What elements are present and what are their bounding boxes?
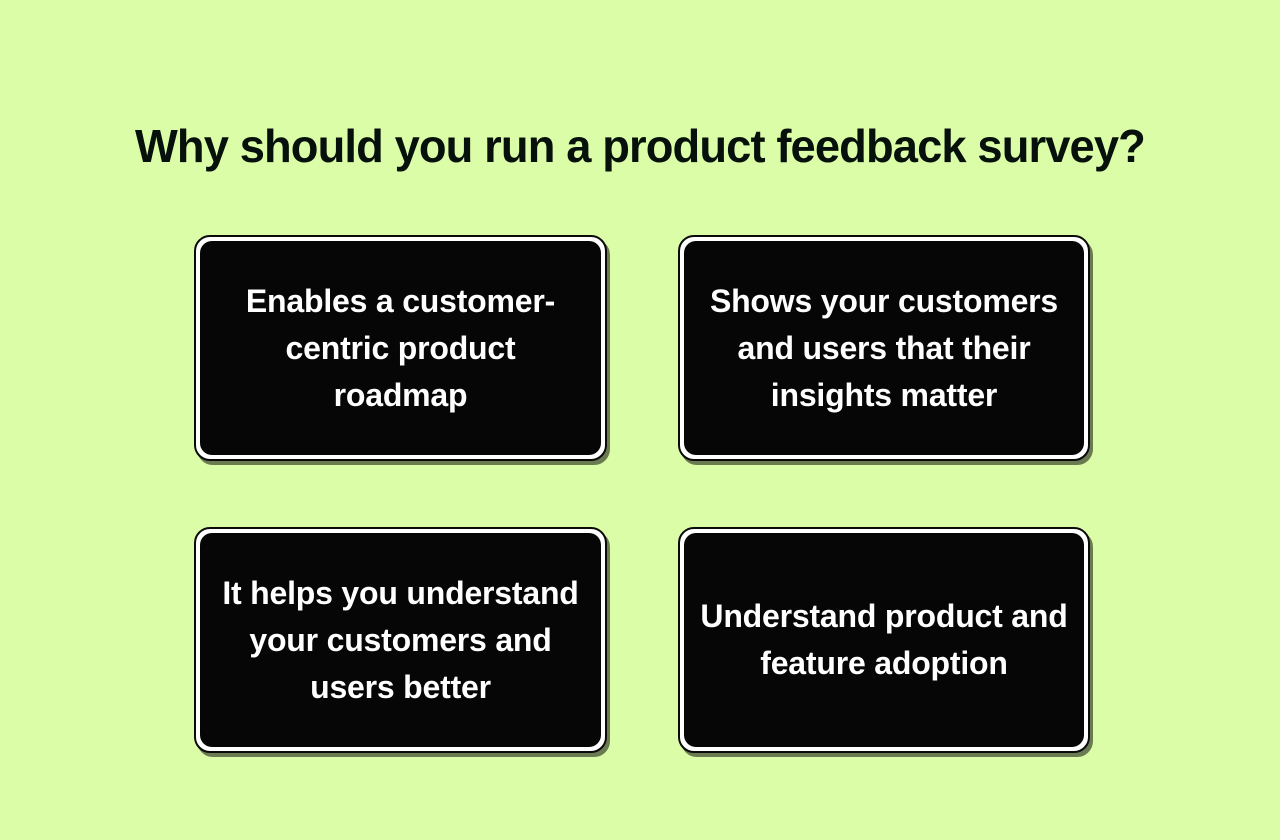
benefit-card-1-text: Enables a customer-centric product roadm… xyxy=(245,282,556,413)
benefit-card-4-body: Understand product and feature adoption xyxy=(684,533,1084,747)
benefit-card-grid: Enables a customer-centric product roadm… xyxy=(194,235,1090,753)
benefit-card-3-body: It helps you understand your customers a… xyxy=(200,533,601,747)
benefit-card-4: Understand product and feature adoption xyxy=(678,527,1090,753)
benefit-card-2: Shows your customers and users that thei… xyxy=(678,235,1090,461)
benefit-card-2-body: Shows your customers and users that thei… xyxy=(684,241,1084,455)
benefit-card-2-text: Shows your customers and users that thei… xyxy=(709,282,1059,413)
benefit-card-4-text: Understand product and feature adoption xyxy=(700,598,1068,681)
benefit-card-3: It helps you understand your customers a… xyxy=(194,527,607,753)
benefit-card-1: Enables a customer-centric product roadm… xyxy=(194,235,607,461)
benefit-card-1-body: Enables a customer-centric product roadm… xyxy=(200,241,601,455)
benefit-card-3-text: It helps you understand your customers a… xyxy=(222,574,579,705)
page-title: Why should you run a product feedback su… xyxy=(135,119,1146,172)
